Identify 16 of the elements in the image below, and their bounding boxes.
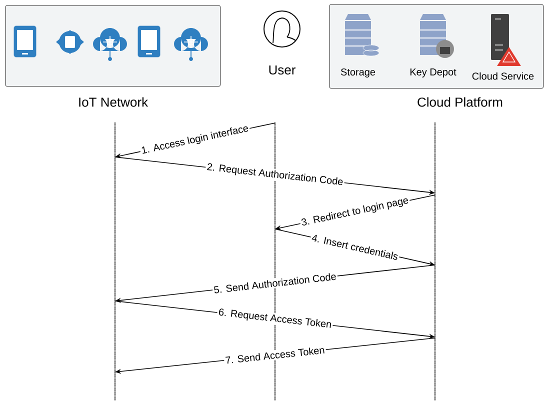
edge-label: 4. Insert credentials (310, 232, 400, 262)
edge-label: 3. Redirect to login page (299, 194, 411, 230)
group-heading: Cloud Platform (418, 97, 502, 107)
user-label: User (269, 65, 296, 75)
edge-label: 1. Access login interface (139, 122, 251, 158)
item-label: Cloud Service (472, 72, 534, 80)
lifeline (274, 122, 276, 401)
edge-label: 5. Send Authorization Code (212, 271, 338, 295)
edge-label: 6. Request Access Token (216, 306, 334, 332)
lifeline (114, 122, 116, 401)
lifeline (434, 122, 436, 401)
group-heading: IoT Network (79, 97, 148, 107)
edge-label: 2. Request Authorization Code (205, 161, 345, 189)
edge-label: 7. Send Access Token (224, 344, 326, 366)
item-label: Key Depot (410, 68, 456, 78)
item-label: Storage (340, 68, 376, 78)
